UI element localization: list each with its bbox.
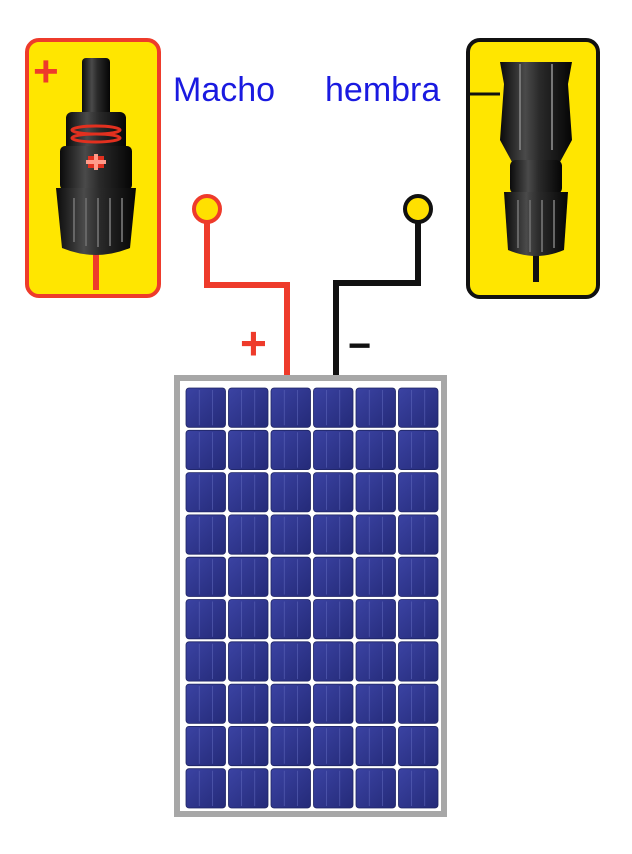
solar-cell <box>270 726 311 767</box>
male-box-plus-sign: + <box>33 47 59 96</box>
solar-cell <box>355 472 396 513</box>
solar-cell <box>313 683 354 724</box>
solar-cell <box>270 556 311 597</box>
solar-cell <box>355 387 396 428</box>
solar-cell <box>313 641 354 682</box>
wire-minus-sign: − <box>348 324 372 368</box>
solar-cell <box>228 556 269 597</box>
solar-cell <box>313 387 354 428</box>
solar-panel-icon <box>174 375 447 817</box>
solar-cell <box>228 599 269 640</box>
solar-cell <box>185 387 226 428</box>
solar-cell <box>228 387 269 428</box>
solar-cell <box>398 514 439 555</box>
solar-cell <box>398 599 439 640</box>
solar-cell <box>398 472 439 513</box>
solar-cell <box>185 768 226 809</box>
solar-cell <box>270 599 311 640</box>
solar-cell <box>185 599 226 640</box>
solar-cell <box>355 768 396 809</box>
positive-wire <box>204 212 290 378</box>
solar-cell <box>313 472 354 513</box>
solar-cell <box>313 768 354 809</box>
solar-cell <box>313 599 354 640</box>
solar-cell <box>228 768 269 809</box>
solar-cell <box>355 429 396 470</box>
solar-cell <box>185 429 226 470</box>
solar-cell <box>185 683 226 724</box>
solar-cell <box>355 683 396 724</box>
solar-cell <box>228 429 269 470</box>
female-mc4-connector-icon <box>500 62 572 282</box>
solar-cell <box>185 514 226 555</box>
solar-cell <box>228 472 269 513</box>
female-label: hembra <box>325 71 441 109</box>
solar-cell <box>185 556 226 597</box>
solar-cell <box>355 556 396 597</box>
solar-cell <box>355 514 396 555</box>
solar-cell <box>398 641 439 682</box>
solar-cell <box>185 726 226 767</box>
solar-cell <box>355 726 396 767</box>
solar-cell <box>185 641 226 682</box>
solar-cell <box>398 387 439 428</box>
solar-cell <box>398 726 439 767</box>
solar-cell <box>270 514 311 555</box>
solar-cell <box>355 599 396 640</box>
male-mc4-connector-icon <box>56 58 136 290</box>
solar-cell <box>228 683 269 724</box>
solar-cell <box>228 641 269 682</box>
solar-cell <box>228 726 269 767</box>
female-box-dash-sign: — <box>470 76 500 109</box>
wire-plus-sign: + <box>240 317 267 369</box>
solar-cell <box>398 556 439 597</box>
solar-cell <box>313 556 354 597</box>
solar-cell-grid <box>185 387 439 809</box>
solar-cell <box>313 429 354 470</box>
solar-cell <box>228 514 269 555</box>
solar-cell <box>270 641 311 682</box>
solar-cell <box>270 683 311 724</box>
solar-cell <box>313 726 354 767</box>
male-label: Macho <box>173 71 276 109</box>
solar-cell <box>398 768 439 809</box>
negative-terminal <box>403 194 433 224</box>
solar-cell <box>355 641 396 682</box>
solar-cell <box>270 768 311 809</box>
solar-cell <box>270 429 311 470</box>
solar-cell <box>398 683 439 724</box>
positive-terminal <box>192 194 222 224</box>
solar-cell <box>270 472 311 513</box>
solar-cell <box>270 387 311 428</box>
negative-wire <box>333 212 421 378</box>
solar-cell <box>313 514 354 555</box>
solar-cell <box>398 429 439 470</box>
solar-cell <box>185 472 226 513</box>
